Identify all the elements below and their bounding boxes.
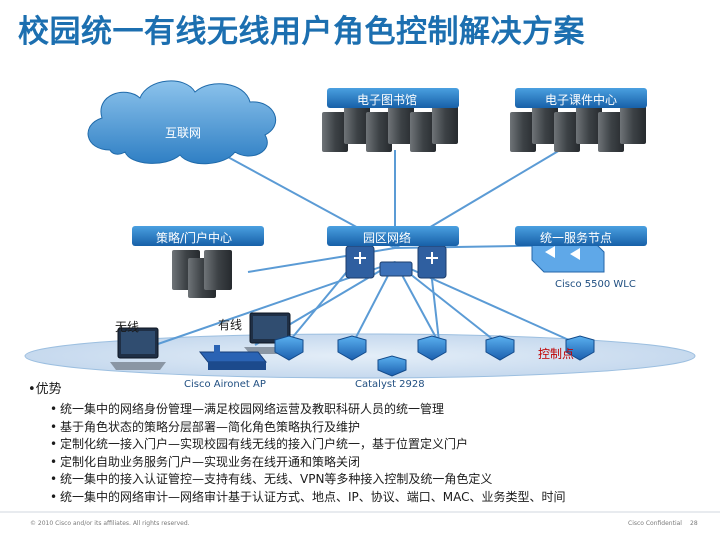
policy-servers: [172, 250, 232, 298]
wired-label: 有线: [218, 318, 243, 332]
campus-network-label: 园区网络: [363, 231, 412, 245]
page-number: 28: [690, 520, 698, 527]
policy-label-bar: [132, 226, 264, 246]
aironet-label: Cisco Aironet AP: [184, 379, 266, 390]
wlc-icon: [531, 239, 605, 273]
list-item: 定制化自助业务服务门户—实现业务在线开通和策略关闭: [60, 454, 566, 472]
list-item: 统一集中的网络身份管理—满足校园网络运营及教职科研人员的统一管理: [60, 401, 566, 419]
confidential-text: Cisco Confidential: [628, 520, 682, 527]
switch-icon: [345, 245, 447, 279]
library-label-bar: [327, 88, 459, 108]
list-item: 基于角色状态的策略分层部署—简化角色策略执行及维护: [60, 419, 566, 437]
advantage-heading: •优势: [28, 382, 62, 397]
internet-label: 互联网: [165, 126, 202, 140]
ebook-library-label: 电子图书馆: [357, 93, 418, 107]
policy-portal-label: 策略/门户中心: [156, 231, 233, 245]
laptop-icon: [110, 327, 166, 370]
courseware-label-bar: [515, 88, 647, 108]
control-point-label: 控制点: [538, 347, 575, 361]
unified-service-label: 统一服务节点: [540, 231, 613, 245]
courseware-center-label: 电子课件中心: [545, 93, 618, 107]
page-title: 校园统一有线无线用户角色控制解决方案: [18, 14, 585, 50]
wlc-label: Cisco 5500 WLC: [555, 279, 636, 290]
campus-label-bar: [327, 226, 459, 246]
advantage-list: 统一集中的网络身份管理—满足校园网络运营及教职科研人员的统一管理 基于角色状态的…: [60, 401, 566, 507]
list-item: 统一集中的接入认证管控—支持有线、无线、VPN等多种接入控制及统一角色定义: [60, 471, 566, 489]
service-label-bar: [515, 226, 647, 246]
control-shield-icon: [274, 335, 595, 377]
access-point-icon: [198, 345, 268, 370]
cloud-icon: [87, 80, 277, 165]
wireless-label: 无线: [115, 320, 140, 334]
library-servers: [322, 104, 458, 152]
list-item: 定制化统一接入门户—实现校园有线无线的接入门户统一，基于位置定义门户: [60, 436, 566, 454]
list-item: 统一集中的网络审计—网络审计基于认证方式、地点、IP、协议、端口、MAC、业务类…: [60, 489, 566, 507]
copyright-text: © 2010 Cisco and/or its affiliates. All …: [30, 520, 190, 527]
courseware-servers: [510, 104, 646, 152]
catalyst-label: Catalyst 2928: [355, 379, 425, 390]
